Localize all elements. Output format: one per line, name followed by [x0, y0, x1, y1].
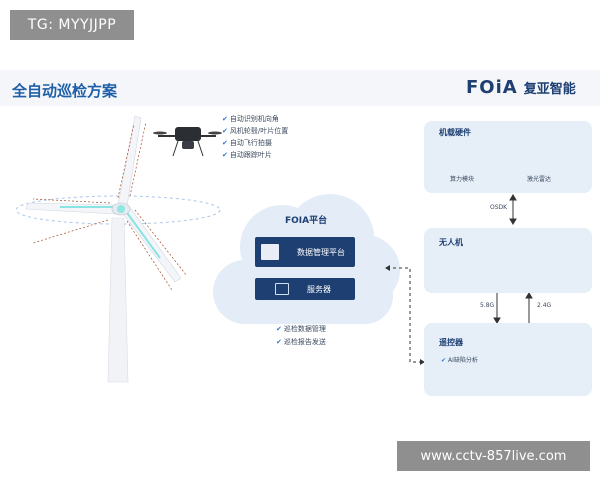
data-platform-box: 数据管理平台: [255, 237, 355, 267]
cloud-item: ✔巡检报告发送: [276, 338, 326, 346]
server-label: 服务器: [307, 284, 331, 294]
check-icon: ✔: [276, 325, 282, 333]
feature-item: ✔自动飞行拍摄: [222, 139, 272, 147]
brand-logo: FOiA: [466, 77, 518, 98]
check-icon: ✔: [222, 139, 228, 147]
brand: FOiA 复亚智能: [466, 77, 576, 98]
cloud-platform-label: FOIA平台: [285, 216, 328, 226]
brand-name: 复亚智能: [523, 82, 576, 97]
server-icon: [275, 283, 289, 295]
monitor-icon: [261, 244, 279, 260]
osdk-label: OSDK: [490, 204, 508, 211]
hardware-panel: [424, 121, 592, 193]
drone-feature-list: ✔自动识别机向角 ✔风机轮毂/叶片位置 ✔自动飞行拍摄 ✔自动跟踪叶片: [222, 113, 288, 161]
radio-link-arrows: [493, 292, 533, 324]
watermark-url-badge: www.cctv-857live.com: [397, 441, 590, 471]
hardware-title: 机载硬件: [439, 128, 471, 137]
feature-item: ✔风机轮毂/叶片位置: [222, 127, 289, 135]
watermark-tag-badge: TG: MYYJJPP: [10, 10, 134, 40]
flight-path-arrows: [32, 121, 188, 291]
inspection-drone-icon: [153, 127, 222, 157]
drone-title: 无人机: [439, 238, 463, 247]
check-icon: ✔: [441, 357, 447, 364]
remote-panel: [424, 323, 592, 396]
cloud-feature-list: ✔巡检数据管理 ✔巡检报告发送: [276, 323, 326, 349]
server-box: 服务器: [255, 278, 355, 300]
check-icon: ✔: [222, 115, 228, 123]
header-bar: [0, 70, 600, 106]
band-58-label: 5.8G: [480, 302, 495, 309]
drone-panel: [424, 228, 592, 293]
page-title: 全自动巡检方案: [12, 82, 118, 100]
feature-item: ✔自动跟踪叶片: [222, 151, 272, 159]
lidar-label: 激光雷达: [527, 176, 552, 183]
osdk-link-arrow: [509, 194, 517, 225]
check-icon: ✔: [222, 127, 228, 135]
remote-title: 遥控器: [439, 338, 463, 347]
data-platform-label: 数据管理平台: [297, 247, 345, 257]
check-icon: ✔: [222, 151, 228, 159]
feature-item: ✔自动识别机向角: [222, 115, 279, 123]
blade-highlight: [60, 206, 161, 259]
remote-feature-item: ✔AI缺陷分析: [441, 357, 478, 364]
compute-module-label: 算力模块: [450, 176, 475, 183]
turbine-blades: [25, 115, 182, 283]
band-24-label: 2.4G: [537, 302, 552, 309]
cloud-item: ✔巡检数据管理: [276, 325, 326, 333]
turbine-tower: [107, 217, 129, 383]
check-icon: ✔: [276, 338, 282, 346]
